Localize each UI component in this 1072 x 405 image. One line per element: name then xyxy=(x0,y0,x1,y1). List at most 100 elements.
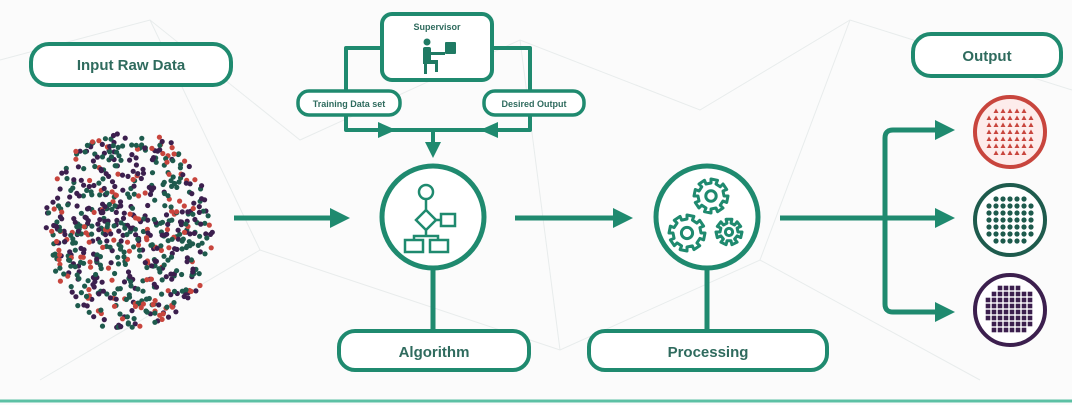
square-mark xyxy=(1003,321,1009,327)
dot-mark xyxy=(1021,203,1027,209)
data-point xyxy=(107,295,113,301)
triangle-mark xyxy=(993,136,999,141)
data-point xyxy=(187,231,193,237)
data-point xyxy=(94,154,100,160)
processing-box: Processing xyxy=(587,329,829,372)
square-mark xyxy=(991,309,997,315)
triangle-mark xyxy=(1000,122,1006,127)
triangle-mark xyxy=(986,115,992,120)
data-point xyxy=(108,154,115,160)
square-mark xyxy=(985,315,991,321)
data-point xyxy=(86,239,92,245)
data-point xyxy=(159,232,165,238)
triangle-mark xyxy=(1021,129,1027,134)
data-point xyxy=(91,314,97,320)
data-point xyxy=(179,246,185,252)
data-point xyxy=(81,302,87,308)
data-point xyxy=(135,236,141,242)
triangle-mark xyxy=(1000,108,1006,113)
data-point xyxy=(136,247,143,253)
data-point xyxy=(107,244,113,250)
data-point xyxy=(111,291,117,297)
data-point xyxy=(110,132,117,139)
square-mark xyxy=(1003,297,1009,303)
data-point xyxy=(57,214,64,220)
data-point xyxy=(46,210,52,216)
square-mark xyxy=(997,321,1003,327)
data-point xyxy=(86,183,92,190)
data-point xyxy=(199,183,205,189)
data-point xyxy=(135,286,141,292)
dot-mark xyxy=(1000,210,1006,216)
data-point xyxy=(115,286,121,292)
output-branch-arrows xyxy=(780,120,955,322)
square-mark xyxy=(1021,327,1027,333)
data-point xyxy=(74,224,80,230)
data-point xyxy=(76,276,82,282)
processing-label: Processing xyxy=(668,344,749,361)
processing-circle xyxy=(653,163,761,271)
data-point xyxy=(121,210,127,216)
data-point xyxy=(139,135,145,141)
triangle-mark xyxy=(1021,115,1027,120)
data-point xyxy=(65,202,71,208)
data-point xyxy=(59,170,65,176)
data-point xyxy=(81,166,87,172)
data-point xyxy=(142,145,148,151)
data-point xyxy=(91,209,97,215)
data-point xyxy=(159,316,165,322)
square-mark xyxy=(1027,309,1033,315)
dot-mark xyxy=(1028,217,1034,223)
data-point xyxy=(113,192,119,198)
output-label: Output xyxy=(962,48,1011,65)
input-raw-data-box: Input Raw Data xyxy=(29,42,233,87)
square-mark xyxy=(997,285,1003,291)
data-point xyxy=(106,201,112,208)
triangle-mark xyxy=(1000,136,1006,141)
triangle-mark xyxy=(1014,150,1020,155)
data-point xyxy=(101,317,107,323)
data-point xyxy=(191,230,197,236)
gear-icon xyxy=(692,177,730,215)
dot-mark xyxy=(1021,238,1027,244)
data-point xyxy=(163,212,170,218)
data-point xyxy=(174,184,180,190)
dot-mark xyxy=(1000,196,1006,202)
data-point xyxy=(169,145,175,151)
data-point xyxy=(127,157,133,163)
square-mark xyxy=(1015,297,1021,303)
data-point xyxy=(165,238,171,244)
square-mark xyxy=(1021,297,1027,303)
data-point xyxy=(100,288,106,294)
data-point xyxy=(160,311,166,317)
data-point xyxy=(176,179,182,185)
square-mark xyxy=(997,297,1003,303)
data-point xyxy=(142,260,148,266)
data-point xyxy=(117,199,124,205)
data-point xyxy=(165,314,172,320)
data-point xyxy=(158,243,164,249)
data-point xyxy=(128,225,134,231)
data-point xyxy=(116,153,122,159)
output-class-3 xyxy=(973,273,1047,347)
data-point xyxy=(71,177,77,183)
data-point xyxy=(112,270,118,277)
data-point xyxy=(124,239,131,245)
data-point xyxy=(69,289,75,295)
data-point xyxy=(120,215,127,221)
data-point xyxy=(72,219,78,225)
triangle-mark xyxy=(1014,122,1020,127)
dot-mark xyxy=(1007,238,1013,244)
data-point xyxy=(100,176,106,182)
data-point xyxy=(81,224,87,230)
data-point xyxy=(97,239,103,245)
data-point xyxy=(109,189,115,195)
triangle-mark xyxy=(1028,129,1034,134)
data-point xyxy=(124,314,130,320)
square-mark xyxy=(1015,291,1021,297)
data-point xyxy=(94,252,100,258)
data-point xyxy=(68,232,74,238)
data-point xyxy=(94,256,100,262)
dot-mark xyxy=(1021,196,1027,202)
data-point xyxy=(86,309,92,315)
